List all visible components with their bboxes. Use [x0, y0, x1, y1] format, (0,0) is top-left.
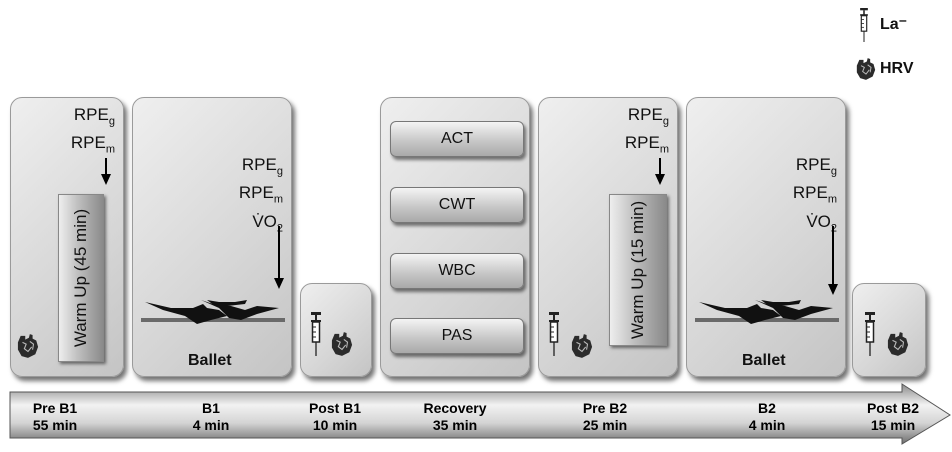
syringe-icon: [547, 312, 561, 356]
post-b1-panel: [300, 283, 372, 377]
rpe-g-sub: g: [662, 115, 669, 128]
b1-arrowhead: [274, 278, 284, 289]
b2-ballet-label: Ballet: [742, 352, 786, 369]
rpe-g-sub: g: [108, 115, 115, 128]
pre-b1-warmup-box: Warm Up (45 min): [58, 194, 104, 362]
rpe-g-text: RPE: [795, 155, 831, 174]
rpe-g-text: RPE: [241, 155, 277, 174]
b2-arrowhead: [828, 284, 838, 295]
phase-duration: 4 min: [748, 417, 786, 433]
recovery-option-label: WBC: [438, 262, 476, 279]
recovery-option-cwt: CWT: [390, 187, 524, 223]
phase-name: B1: [202, 400, 220, 416]
pre-b2-warmup-label: Warm Up (15 min): [628, 200, 647, 340]
rpe-m-text: RPE: [70, 133, 106, 153]
recovery-option-label: PAS: [441, 327, 473, 344]
pre-b2-rpe-labels: RPEg RPEm: [625, 104, 669, 161]
syringe-icon: [309, 312, 323, 356]
recovery-option-label: CWT: [438, 196, 476, 213]
rpe-m-text: RPE: [792, 183, 828, 203]
rpe-m-sub: m: [105, 143, 115, 156]
phase-duration: 10 min: [312, 417, 358, 433]
rpe-g-sub: g: [276, 165, 283, 178]
pre-b2-panel: RPEg RPEm Warm Up (15 min): [538, 97, 678, 377]
legend-hrv-label: HRV: [880, 60, 914, 77]
syringe-icon: [863, 312, 877, 356]
recovery-option-wbc: WBC: [390, 253, 524, 289]
phase-duration: 35 min: [432, 417, 478, 433]
phase-duration: 55 min: [32, 417, 78, 433]
rpe-m-sub: m: [659, 143, 669, 156]
heart-icon: [331, 332, 353, 356]
legend-syringe-icon: [858, 8, 870, 42]
rpe-m-sub: m: [827, 193, 837, 206]
timeline-arrow: [9, 383, 951, 445]
b2-panel: RPEg RPEm V̇O2 Ballet: [686, 97, 846, 377]
recovery-option-act: ACT: [390, 121, 524, 157]
phase-duration: 25 min: [582, 417, 628, 433]
b1-ballet-label: Ballet: [188, 352, 232, 369]
post-b2-panel: [852, 283, 926, 377]
phase-name: Pre B1: [32, 400, 78, 416]
rpe-m-text: RPE: [624, 133, 660, 153]
b1-measure-labels: RPEg RPEm V̇O2: [239, 154, 283, 239]
phase-duration: 4 min: [192, 417, 230, 433]
vo2-text: V̇O: [252, 211, 277, 231]
pre-b2-warmup-box: Warm Up (15 min): [609, 194, 667, 346]
rpe-m-sub: m: [273, 193, 283, 206]
phase-name: B2: [758, 400, 776, 416]
b2-arrow: [832, 226, 834, 284]
pre-b1-panel: RPEg RPEm Warm Up (45 min): [10, 97, 124, 377]
rpe-g-text: RPE: [73, 105, 109, 124]
legend-heart-icon: [856, 58, 876, 80]
phase-name: Recovery: [423, 400, 487, 416]
phase-duration: 15 min: [870, 417, 916, 433]
b1-arrow: [278, 226, 280, 278]
vo2-text: V̇O: [806, 211, 831, 231]
pre-b2-arrow: [659, 158, 661, 174]
phase-name: Pre B2: [582, 400, 628, 416]
pre-b1-arrow: [105, 158, 107, 174]
pre-b1-arrowhead: [101, 174, 111, 185]
legend-lactate-label: La⁻: [880, 16, 908, 33]
rpe-m-text: RPE: [238, 183, 274, 203]
ballet-dancers-figure: [695, 300, 839, 324]
heart-icon: [571, 334, 593, 358]
phase-name: Post B2: [866, 400, 920, 416]
pre-b2-arrowhead: [655, 174, 665, 185]
recovery-option-pas: PAS: [390, 318, 524, 354]
phase-name: Post B1: [308, 400, 362, 416]
b2-measure-labels: RPEg RPEm V̇O2: [793, 154, 837, 239]
heart-icon: [17, 334, 39, 358]
recovery-option-label: ACT: [441, 130, 473, 147]
pre-b1-rpe-labels: RPEg RPEm: [71, 104, 115, 161]
heart-icon: [887, 332, 909, 356]
ballet-dancers-figure: [141, 300, 285, 324]
pre-b1-warmup-label: Warm Up (45 min): [71, 208, 90, 348]
rpe-g-sub: g: [830, 165, 837, 178]
b1-panel: RPEg RPEm V̇O2 Ballet: [132, 97, 292, 377]
rpe-g-text: RPE: [627, 105, 663, 124]
